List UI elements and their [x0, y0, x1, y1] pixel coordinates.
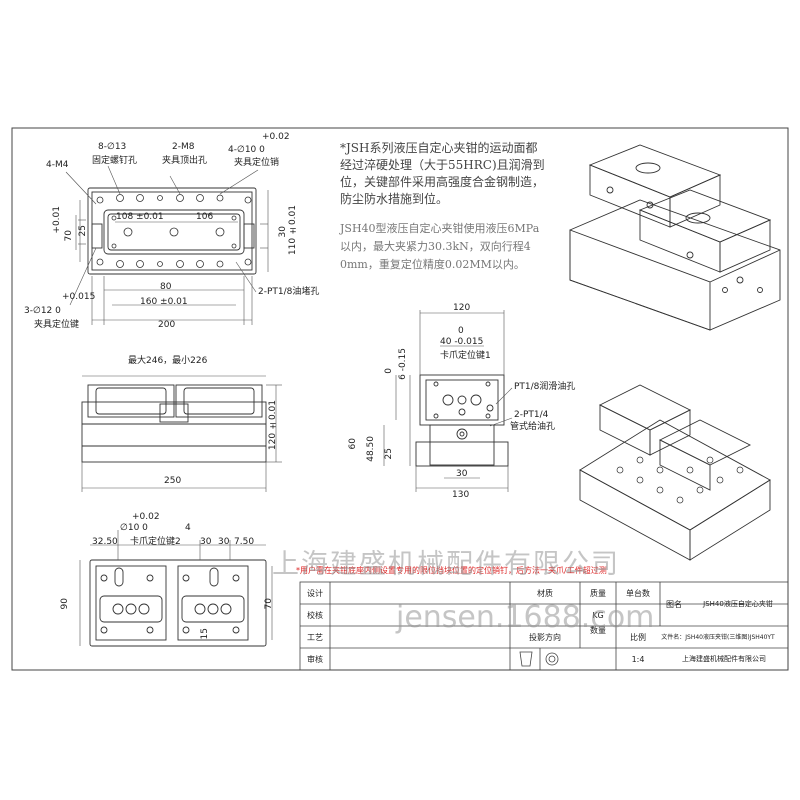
note-line-3: 位，关键部件采用高强度合金钢制造， [340, 175, 545, 189]
value-drawing-name: JSH40液压自定心夹钳 [703, 600, 773, 608]
warning-note: *用户需在夹钳底座内侧设置专用的限位挡块位置的定位销钉，后方法一夹爪/工件超过测 [296, 566, 607, 575]
dim-30a: 30 [200, 537, 212, 547]
dim-110: 110 ±0.01 [288, 205, 298, 256]
label-tol-plus: +0.02 [262, 132, 290, 142]
iso-view-bottom [579, 384, 771, 561]
header-material: 材质 [537, 589, 553, 598]
label-3d12: 3-∅12 0 [24, 306, 61, 316]
bottom-view [79, 530, 273, 647]
label-2pt-plug: 2-PT1/8油堵孔 [258, 287, 320, 297]
value-quantity: 数量 [590, 626, 606, 635]
row-check: 校核 [307, 611, 323, 620]
dim-max-min: 最大246，最小226 [128, 356, 208, 366]
label-jaw-key-1: 卡爪定位键1 [440, 351, 491, 361]
dim-120-side: 120 [453, 303, 471, 313]
dim-200: 200 [158, 320, 176, 330]
value-file-name: 文件名：JSH40液压夹钳(三维图)JSH40YT [661, 634, 775, 641]
row-design: 设计 [307, 589, 323, 598]
row-approve: 审核 [307, 655, 323, 664]
dim-0b: 0 [384, 368, 394, 374]
dim-80: 80 [160, 282, 172, 292]
spec-line-1: JSH40型液压自定心夹钳使用液压6MPa [340, 222, 540, 235]
label-pt-lube: PT1/8润滑油孔 [514, 382, 576, 392]
note-line-1: *JSH系列液压自定心夹钳的运动面都 [340, 141, 538, 155]
header-mass: 质量 [590, 589, 606, 598]
label-tol-015: +0.015 [62, 292, 96, 302]
header-projection: 投影方向 [529, 633, 561, 642]
watermark-en: jensen.1688.com [396, 600, 655, 635]
dim-750: 7.50 [234, 537, 255, 547]
label-4d10: 4-∅10 0 [228, 145, 265, 155]
side-view [383, 310, 513, 492]
watermark-cn: 上海建盛机械配件有限公司 [272, 549, 620, 580]
label-eject-hole: 夹具顶出孔 [162, 156, 208, 166]
header-units: 单台数 [626, 589, 650, 598]
dim-0: 0 [458, 326, 464, 336]
label-2pt14: 2-PT1/4 [514, 410, 549, 420]
label-4m4: 4-M4 [46, 160, 69, 170]
dim-250: 250 [164, 476, 182, 486]
dim-40: 40 -0.015 [440, 337, 484, 347]
dim-3250: 32.50 [92, 537, 118, 547]
value-company: 上海建盛机械配件有限公司 [682, 655, 766, 663]
dim-120-front: 120 ±0.01 [268, 400, 278, 451]
note-line-4: 防尘防水措施到位。 [340, 192, 449, 206]
value-kg: KG [592, 611, 604, 620]
dim-70: 70 [64, 230, 74, 242]
dim-25: 25 [78, 225, 88, 237]
spec-line-3: 0mm，重复定位精度0.02MM以内。 [340, 258, 525, 271]
label-fix-screw: 固定螺钉孔 [92, 156, 138, 166]
outer-border [11, 127, 789, 671]
top-view [65, 165, 269, 325]
label-locate-key: 夹具定位键 [34, 320, 80, 330]
dim-d10: ∅10 0 [120, 523, 148, 533]
dim-60: 60 [348, 438, 358, 450]
dim-30: 30 [278, 226, 288, 238]
label-8d13: 8-∅13 [98, 142, 127, 152]
row-process: 工艺 [307, 633, 323, 642]
note-line-2: 经过淬硬处理（大于55HRC)且润滑到 [340, 158, 545, 172]
label-locate-pin: 夹具定位销 [234, 158, 280, 168]
title-block [299, 581, 789, 671]
front-view [81, 375, 282, 492]
dim-30-side: 30 [456, 469, 468, 479]
dim-48: 48.50 [366, 436, 376, 462]
dim-25-side: 25 [384, 448, 394, 460]
spec-line-2: 以内，最大夹紧力30.3kN，双向行程4 [340, 240, 531, 253]
dim-108: 108 ±0.01 [116, 212, 164, 222]
dim-6: 6 -0.15 [398, 348, 408, 380]
dim-106: 106 [196, 212, 214, 222]
dim-4: 4 [185, 523, 191, 533]
dim-tol-01: +0.01 [52, 206, 62, 234]
value-scale: 1:4 [631, 655, 645, 664]
dim-70-bottom: 70 [264, 598, 274, 610]
label-jaw-key-2: 卡爪定位键2 [130, 537, 181, 547]
dim-90: 90 [60, 598, 70, 610]
header-drawing-name: 图名 [666, 600, 682, 609]
label-feed-hole: 管式给油孔 [510, 422, 556, 432]
iso-view-top [569, 144, 781, 331]
header-scale: 比例 [630, 633, 646, 642]
dim-tol-02: +0.02 [132, 512, 160, 522]
dim-160: 160 ±0.01 [140, 297, 188, 307]
dim-130: 130 [452, 490, 470, 500]
label-2m8: 2-M8 [172, 142, 195, 152]
dim-30b: 30 [218, 537, 230, 547]
dim-15: 15 [200, 628, 210, 640]
